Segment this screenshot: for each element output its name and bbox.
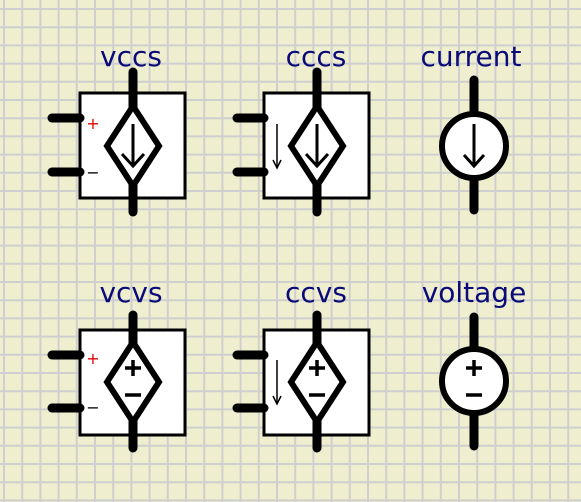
cccs-symbol[interactable]: cccs (232, 40, 371, 217)
vccs-label: vccs (100, 40, 162, 73)
voltage-source-symbol[interactable]: voltage (422, 276, 527, 451)
vccs-neg-mark: − (86, 163, 99, 182)
voltage-plus-icon (466, 360, 482, 376)
vcvs-neg-mark: − (86, 398, 99, 417)
current-label: current (420, 40, 521, 73)
ccvs-plus-icon (309, 360, 325, 376)
cccs-arrow-down-icon (304, 124, 330, 169)
current-source-symbol[interactable]: current (420, 40, 522, 215)
vccs-arrow-down-icon (120, 124, 146, 169)
cccs-label: cccs (286, 40, 347, 73)
vccs-symbol[interactable]: vccs + − (47, 40, 187, 217)
voltage-label: voltage (422, 276, 527, 309)
ccvs-sense-arrow-down-icon (272, 360, 282, 406)
vccs-pos-mark: + (86, 114, 99, 133)
ccvs-symbol[interactable]: ccvs (232, 276, 371, 453)
vcvs-plus-icon (125, 360, 141, 376)
vcvs-diamond (103, 336, 163, 428)
ccvs-diamond (287, 336, 347, 428)
vcvs-pos-mark: + (86, 349, 99, 368)
vcvs-symbol[interactable]: vcvs + − (47, 276, 187, 453)
voltage-circle (439, 346, 509, 416)
vcvs-label: vcvs (99, 276, 162, 309)
ccvs-label: ccvs (285, 276, 347, 309)
current-arrow-down-icon (462, 124, 486, 169)
cccs-sense-arrow-down-icon (272, 124, 282, 170)
